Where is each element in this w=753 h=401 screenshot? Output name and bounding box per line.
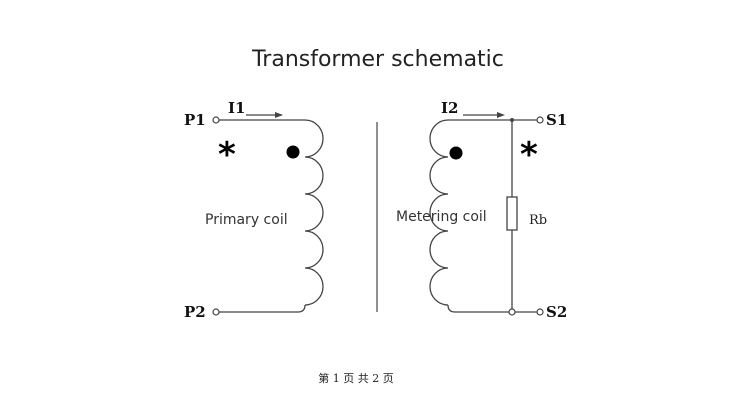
terminal-p2-label: P2 bbox=[184, 303, 206, 321]
junction-bottom bbox=[508, 308, 516, 316]
terminal-s2-label: S2 bbox=[546, 303, 567, 321]
page-title: Transformer schematic bbox=[251, 47, 504, 72]
terminal-s1-label: S1 bbox=[546, 111, 567, 129]
metering-coil-label: Metering coil bbox=[396, 209, 487, 225]
secondary-bottom-wire bbox=[447, 304, 509, 313]
current-i1-arrow-icon bbox=[275, 112, 283, 118]
primary-bottom-wire bbox=[219, 304, 306, 313]
current-i2-label: I2 bbox=[441, 99, 458, 117]
terminal-p1-label: P1 bbox=[184, 111, 206, 129]
page-footer: 第 1 页 共 2 页 bbox=[318, 371, 393, 385]
terminal-p1 bbox=[212, 116, 220, 124]
metering-coil bbox=[429, 119, 449, 306]
resistor-label: Rb bbox=[529, 213, 547, 228]
secondary-polarity-star-icon: * bbox=[520, 135, 538, 175]
primary-polarity-dot bbox=[286, 145, 300, 159]
primary-polarity-star-icon: * bbox=[218, 135, 236, 175]
current-i1-label: I1 bbox=[228, 99, 245, 117]
metering-polarity-dot bbox=[449, 146, 463, 160]
burden-resistor bbox=[506, 196, 518, 231]
terminal-p2 bbox=[212, 308, 220, 316]
terminal-s1 bbox=[536, 116, 544, 124]
primary-coil-label: Primary coil bbox=[205, 212, 288, 228]
current-i2-arrow-icon bbox=[497, 112, 505, 118]
terminal-s2 bbox=[536, 308, 544, 316]
primary-coil bbox=[304, 119, 324, 306]
